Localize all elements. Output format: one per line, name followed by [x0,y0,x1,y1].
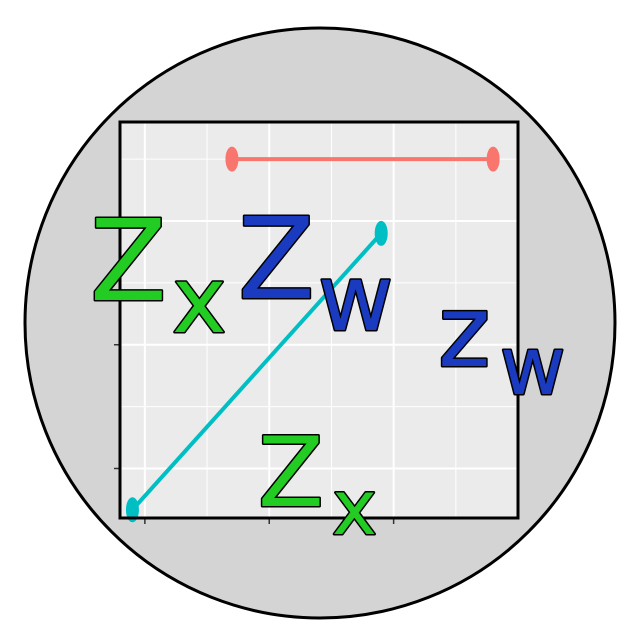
plot-border [118,120,520,520]
series-point-1 [486,146,500,172]
glyph-z-center: Z [238,195,315,325]
glyph-w-right: w [500,320,565,413]
glyph-z-right: z [438,273,491,390]
series-line-2 [130,231,384,512]
glyph-w-center: w [318,245,393,352]
glyph-z-left: Z [90,197,167,327]
series-point-2 [125,497,139,523]
math-labels: Z x Z w z w Z x [89,194,567,554]
series-point-1 [225,146,239,172]
series-point-2 [374,220,388,246]
glyph-x-bottom: x [332,463,377,552]
glyph-x-left: x [172,247,226,354]
plot-series [125,146,500,523]
plot-panel [114,120,520,524]
glyph-z-bottom: Z [258,417,324,529]
